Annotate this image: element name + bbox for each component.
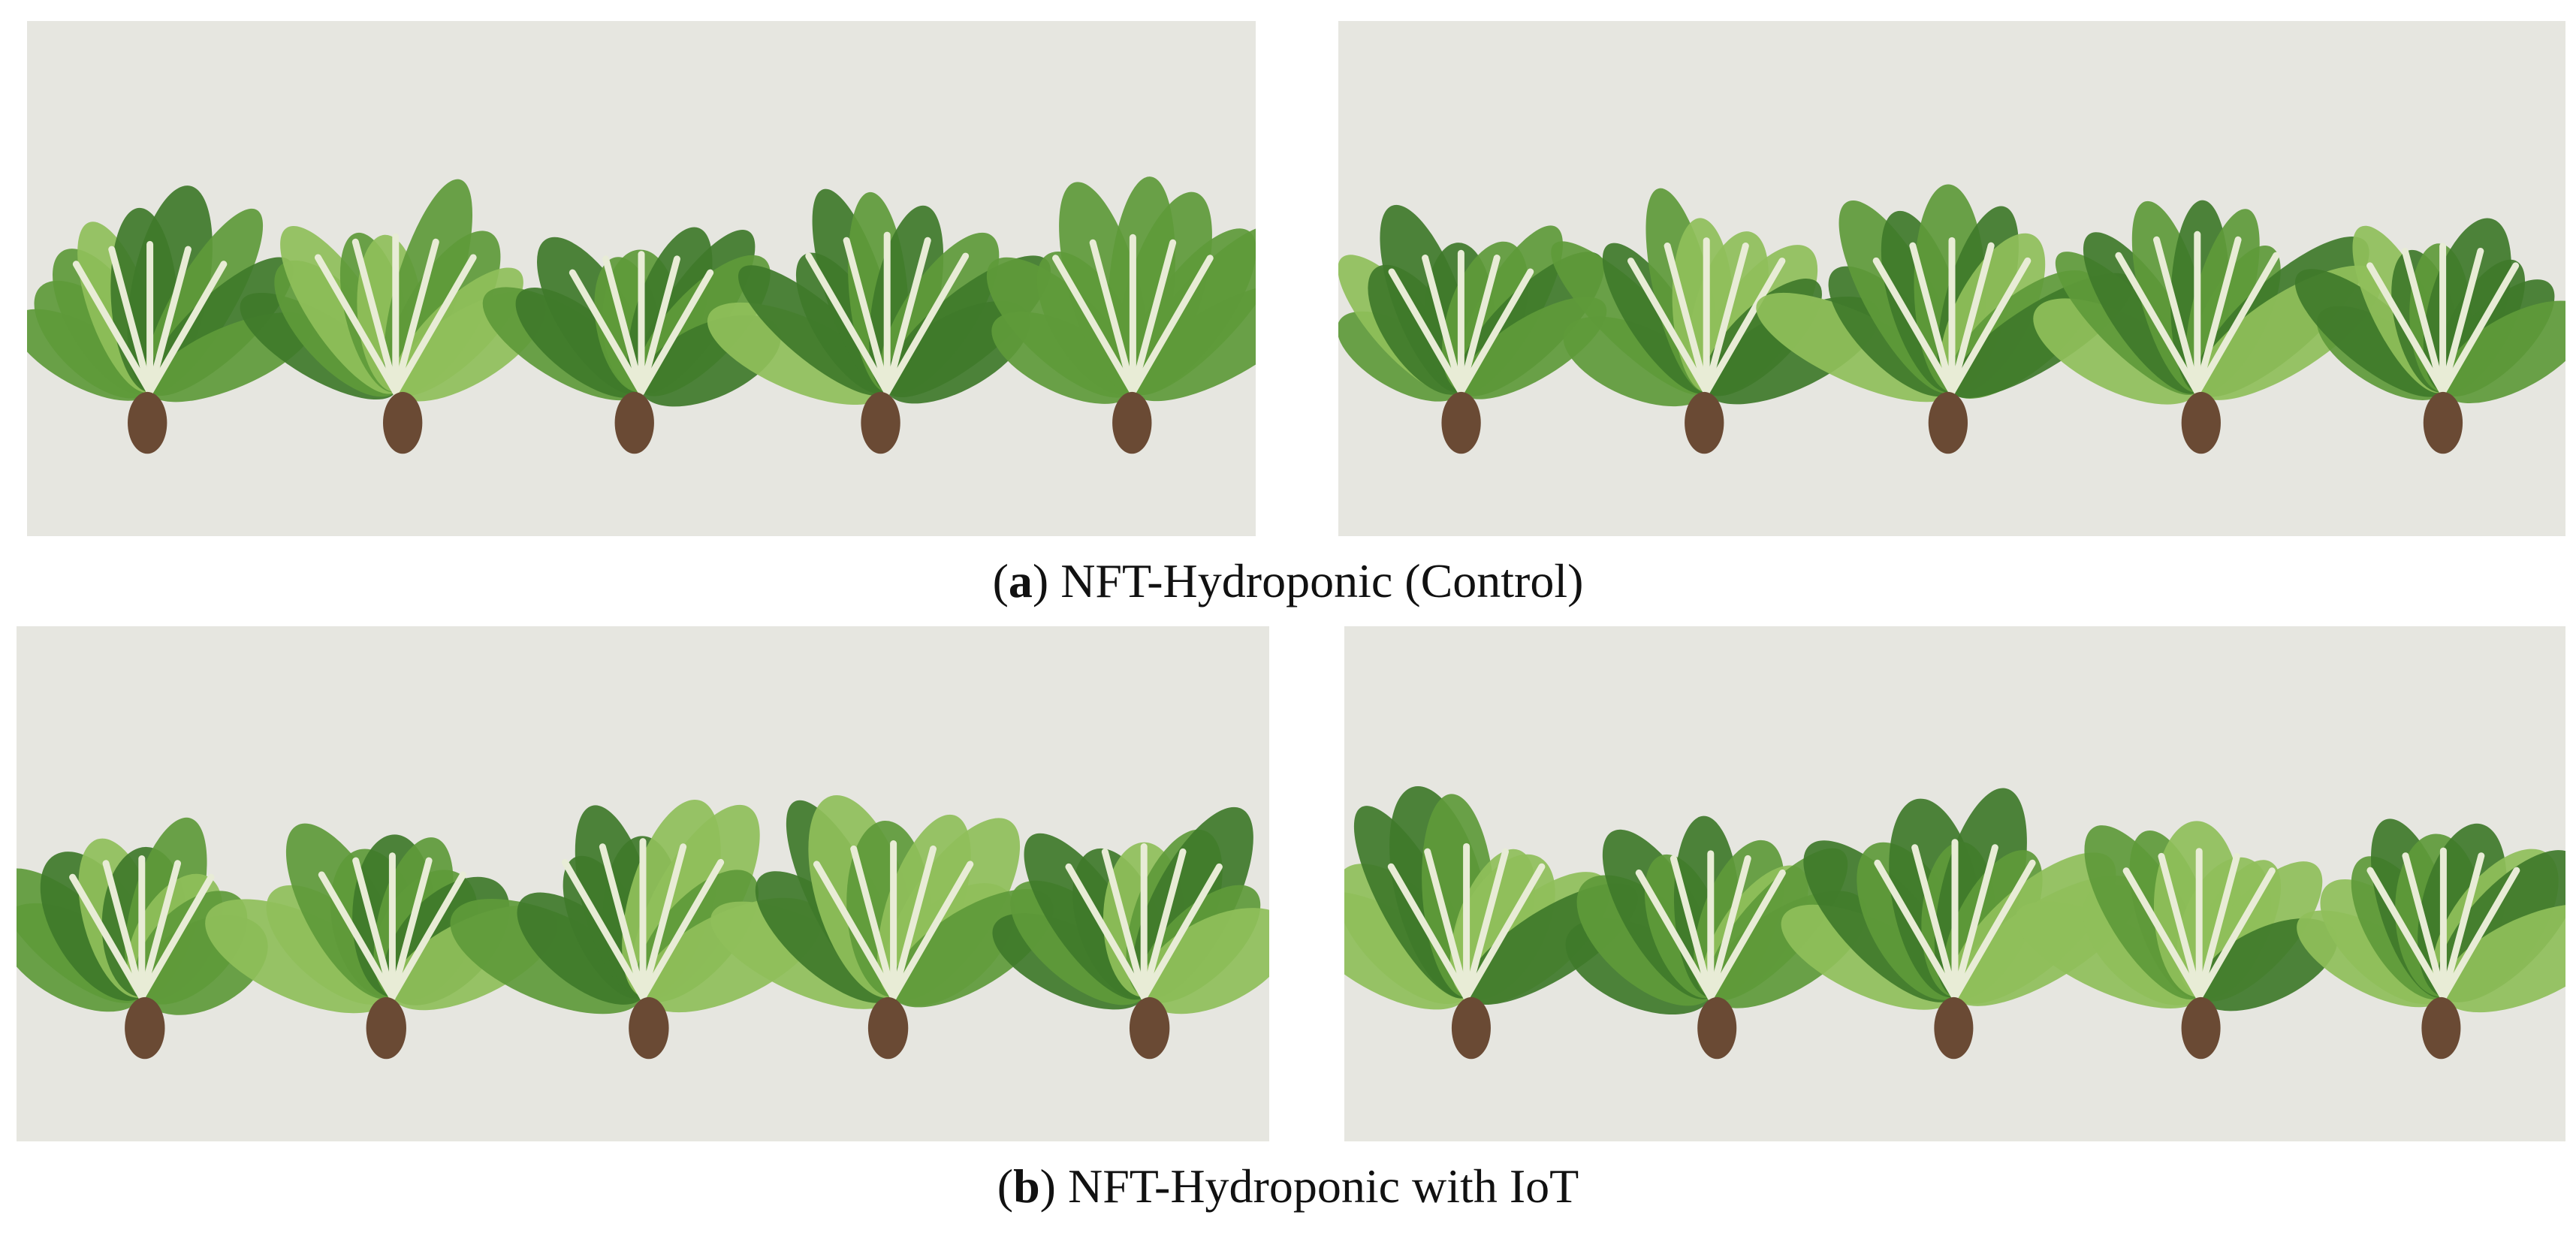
caption-panel-b: (b) NFT-Hydroponic with IoT bbox=[997, 1159, 1579, 1213]
lettuce-plant bbox=[1565, 815, 1867, 1060]
lettuce-plant bbox=[2294, 218, 2565, 454]
lettuce-plant bbox=[205, 823, 558, 1060]
lettuce-photo bbox=[27, 21, 1256, 536]
caption-panel-b-label: b bbox=[1013, 1159, 1040, 1213]
caption-panel-b-text: NFT-Hydroponic with IoT bbox=[1067, 1159, 1579, 1213]
lettuce-plant bbox=[1781, 788, 2140, 1060]
photo-control-right bbox=[1338, 21, 2565, 536]
lettuce-photo bbox=[17, 626, 1269, 1141]
photo-control-left bbox=[27, 21, 1256, 536]
caption-panel-a-text: NFT-Hydroponic (Control) bbox=[1060, 554, 1584, 607]
photo-iot-left bbox=[17, 626, 1269, 1141]
lettuce-plant bbox=[2015, 821, 2338, 1060]
lettuce-plant bbox=[710, 794, 1054, 1060]
lettuce-plant bbox=[986, 176, 1256, 454]
lettuce-plant bbox=[992, 806, 1269, 1060]
photo-iot-right bbox=[1344, 626, 2565, 1141]
lettuce-photo bbox=[1338, 21, 2565, 536]
lettuce-plant bbox=[707, 188, 1051, 454]
lettuce-plant bbox=[17, 817, 268, 1060]
lettuce-plant bbox=[1551, 188, 1881, 454]
caption-panel-a-label: a bbox=[1008, 554, 1033, 607]
caption-panel-a: (a) NFT-Hydroponic (Control) bbox=[992, 554, 1584, 607]
lettuce-photo bbox=[1344, 626, 2565, 1141]
lettuce-plant bbox=[1338, 204, 1607, 454]
lettuce-plant bbox=[2297, 818, 2565, 1060]
